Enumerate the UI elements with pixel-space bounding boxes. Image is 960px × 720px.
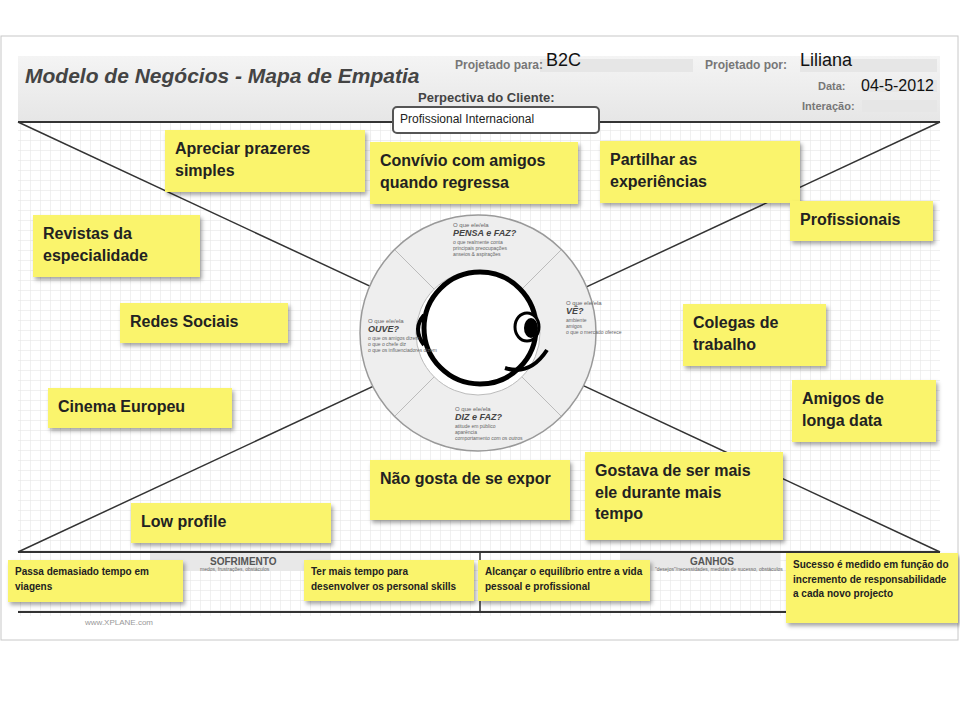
template-label: anseios & aspirações <box>453 252 501 258</box>
template-label: principais preocupações <box>453 246 507 252</box>
sticky-note: Convívio com amigos quando regressa <box>370 142 578 204</box>
template-label: SOFRIMENTO <box>210 556 276 567</box>
template-label: comportamento com os outros <box>455 436 523 442</box>
node-text: Profissional Internacional <box>400 112 592 126</box>
template-label: O que ele/ela <box>566 300 602 307</box>
sticky-note: Não gosta de se expor <box>370 460 570 520</box>
node-text: Partilhar as experiências <box>610 149 790 192</box>
sticky-note: Partilhar as experiências <box>600 141 800 203</box>
template-label: "desejos"/necessidades, medidas de suces… <box>655 567 783 573</box>
node-text: Profissionais <box>800 209 923 231</box>
template-label: amigos <box>566 324 582 330</box>
perspective-box: Perpectiva do Cliente:Profissional Inter… <box>392 106 600 134</box>
template-label: Projetado por: <box>705 59 787 72</box>
template-label: o que o chefe diz <box>368 342 406 348</box>
template-label: atitude em público <box>455 424 496 430</box>
template-label: GANHOS <box>690 556 734 567</box>
node-text: Passa demasiado tempo em viagens <box>15 565 176 594</box>
node-text: Sucesso é medido em função do incremento… <box>793 558 951 602</box>
sticky-note: Apreciar prazeres simples <box>165 130 365 192</box>
sticky-note: Cinema Europeu <box>48 388 232 428</box>
node-text: Colegas de trabalho <box>693 312 816 355</box>
node-text: Convívio com amigos quando regressa <box>380 150 568 193</box>
node-text: Amigos de longa data <box>802 388 926 431</box>
node-text: Low profile <box>141 511 321 533</box>
node-text: Revistas da especialidade <box>43 223 190 266</box>
template-label: Data: <box>818 80 846 92</box>
node-text: Redes Sociais <box>130 311 278 333</box>
template-label: ambiente <box>566 318 587 324</box>
node-text: Apreciar prazeres simples <box>175 138 355 181</box>
sticky-note: Passa demasiado tempo em viagens <box>8 560 183 602</box>
template-label: OUVE? <box>368 325 399 335</box>
template-label: o que realmente conta <box>453 240 503 246</box>
template-label: o que os influenciadores dizem <box>368 348 437 354</box>
sticky-note: Sucesso é medido em função do incremento… <box>786 553 958 623</box>
template-label: DIZ e FAZ? <box>455 413 502 423</box>
template-label: VÊ? <box>566 307 584 317</box>
node-text: Não gosta de se expor <box>380 468 560 490</box>
template-label: B2C <box>546 51 581 71</box>
node-text: Gostava de ser mais ele durante mais tem… <box>595 460 773 525</box>
template-label: 04-5-2012 <box>861 77 934 95</box>
sticky-note: Alcançar o equilíbrio entre a vida pesso… <box>478 560 650 601</box>
sticky-note: Amigos de longa data <box>792 380 936 442</box>
template-label: aparência <box>455 430 477 436</box>
template-label: O que ele/ela <box>453 222 489 229</box>
template-label: o que os amigos dizem <box>368 336 419 342</box>
sticky-note: Low profile <box>131 503 331 543</box>
node-text: Cinema Europeu <box>58 396 222 418</box>
template-label: O que ele/ela <box>368 318 404 325</box>
template-label: Projetado para: <box>455 59 543 72</box>
sticky-note: Profissionais <box>790 201 933 241</box>
template-label: medos, frustrações, obstáculos <box>200 567 269 573</box>
template-label: O que ele/ela <box>455 406 491 413</box>
sticky-note: Gostava de ser mais ele durante mais tem… <box>585 452 783 540</box>
template-label: Interação: <box>802 100 855 112</box>
sticky-note: Redes Sociais <box>120 303 288 343</box>
sticky-note: Revistas da especialidade <box>33 215 200 277</box>
template-label: PENSA e FAZ? <box>453 229 516 239</box>
template-label: www.XPLANE.com <box>85 619 153 628</box>
node-text: Alcançar o equilíbrio entre a vida pesso… <box>485 565 643 594</box>
node-text: Ter mais tempo para desenvolver os perso… <box>311 565 467 594</box>
node-heading: Perpectiva do Cliente: <box>418 90 555 105</box>
sticky-note: Ter mais tempo para desenvolver os perso… <box>304 560 474 601</box>
sticky-note: Colegas de trabalho <box>683 304 826 366</box>
diagram-title: Modelo de Negócios - Mapa de Empatia <box>25 64 419 87</box>
template-label: Liliana <box>800 51 852 71</box>
template-label: o que o mercado oferece <box>566 330 622 336</box>
